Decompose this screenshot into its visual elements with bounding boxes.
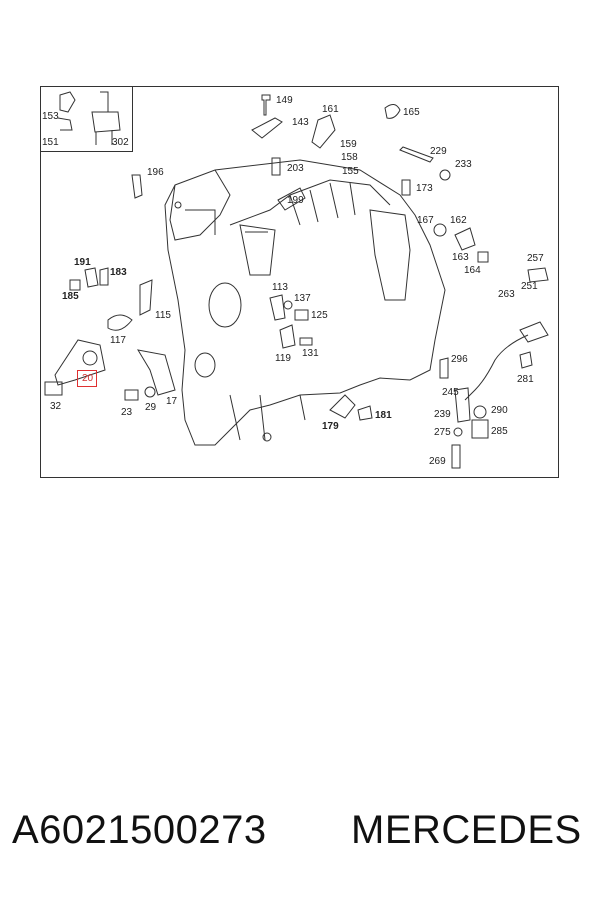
callout-251: 251 [521,281,538,292]
callout-137: 137 [294,293,311,304]
sensor-296 [439,357,449,379]
callout-302: 302 [112,137,129,148]
callout-233: 233 [455,159,472,170]
clip-179 [329,394,356,419]
callout-173: 173 [416,183,433,194]
inset-box [40,86,133,152]
callout-269: 269 [429,456,446,467]
bolt-32 [44,381,63,396]
callout-191: 191 [74,257,91,268]
bolt-163 [477,251,489,263]
connector-263 [519,321,549,343]
bolt-185 [69,279,81,291]
callout-151: 151 [42,137,59,148]
highlighted-part-label: 20 [82,373,94,384]
bolt-269 [451,444,461,469]
footer: A6021500273 MERCEDES [0,808,600,858]
callout-257: 257 [527,253,544,264]
ring-167 [433,223,447,237]
callout-119: 119 [275,353,291,364]
callout-158: 158 [341,152,358,163]
callout-131: 131 [302,348,319,359]
callout-199: 199 [287,195,304,206]
inset-part-valve [91,91,121,145]
callout-281: 281 [517,374,534,385]
callout-161: 161 [322,104,339,115]
callout-245: 245 [442,387,459,398]
callout-143: 143 [292,117,309,128]
engine-block-outline [164,159,446,446]
bracket-20-assembly [54,339,106,386]
plug-285 [471,419,489,439]
callout-153: 153 [42,111,59,122]
callout-181: 181 [375,410,392,421]
callout-155: 155 [342,166,359,177]
callout-117: 117 [110,335,126,346]
callout-32: 32 [50,401,62,412]
callout-185: 185 [62,291,79,302]
ring-137 [283,300,293,310]
bracket-199 [277,187,306,211]
bracket-196 [131,174,143,199]
callout-239: 239 [434,409,451,420]
callout-229: 229 [430,146,447,157]
callout-296: 296 [451,354,468,365]
callout-162: 162 [450,215,467,226]
callout-113: 113 [272,282,288,293]
bracket-113 [269,294,286,321]
callout-125: 125 [311,310,328,321]
clip-191-183 [84,267,109,288]
ring-290 [473,405,487,419]
clip-119 [279,324,296,349]
callout-159: 159 [340,139,357,150]
highlighted-part-box [77,370,97,387]
callout-163: 163 [452,252,469,263]
callout-263: 263 [498,289,515,300]
callout-167: 167 [417,215,434,226]
callout-275: 275 [434,427,451,438]
inset-part-clip [57,91,76,131]
clip-281 [519,351,533,369]
washer-29 [144,386,156,398]
callout-17: 17 [166,396,178,407]
bracket-17 [137,349,176,396]
callout-285: 285 [491,426,508,437]
clip-181 [357,405,373,421]
bolt-173 [401,179,411,196]
sensor-245-239 [454,387,471,423]
clip-165 [384,104,401,119]
callout-196: 196 [147,167,164,178]
bracket-115 [139,279,153,316]
callout-164: 164 [464,265,481,276]
bolt-125 [294,309,309,321]
wire-sensor [464,334,529,401]
sensor-229 [399,146,434,163]
callout-179: 179 [322,421,339,432]
clamp-117 [107,314,133,331]
bolt-149 [261,94,271,116]
bolt-131 [299,337,313,346]
plug-257 [527,267,549,283]
callout-183: 183 [110,267,127,278]
callout-23: 23 [121,407,133,418]
bracket-143 [251,117,283,139]
callout-115: 115 [155,310,171,321]
clip-162 [454,227,476,251]
callout-149: 149 [276,95,293,106]
bracket-161 [311,114,336,149]
bolt-203 [271,157,281,176]
callout-29: 29 [145,402,157,413]
bolt-23 [124,389,139,401]
part-number: A6021500273 [12,808,267,852]
callout-290: 290 [491,405,508,416]
callout-165: 165 [403,107,420,118]
brand-name: MERCEDES [351,808,582,852]
ring-233 [439,169,451,181]
callout-203: 203 [287,163,304,174]
ring-275 [453,427,463,437]
